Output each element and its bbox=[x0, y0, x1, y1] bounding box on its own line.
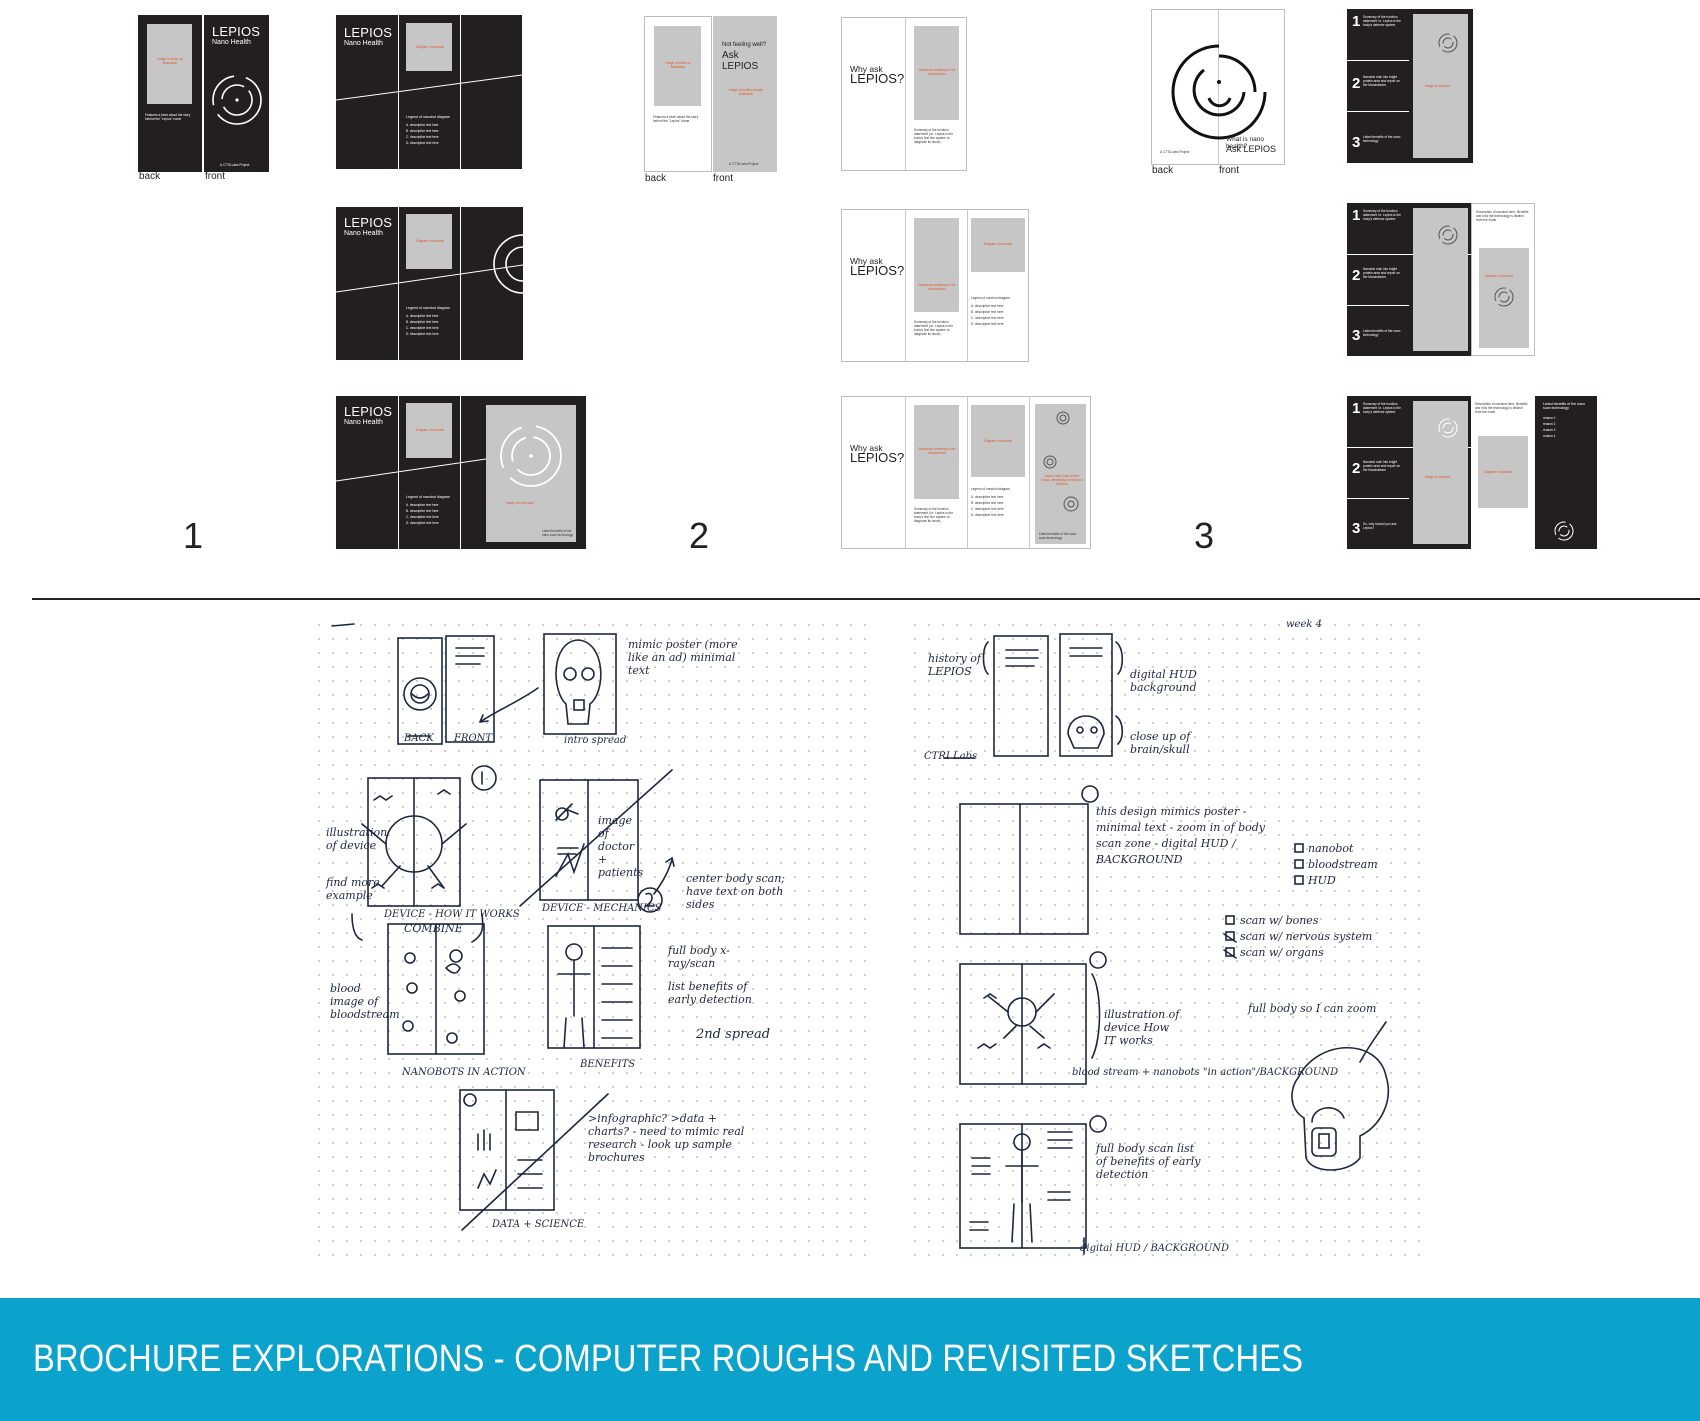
circle-logo-icon bbox=[1171, 44, 1267, 140]
nanobots-placeholder: Nanobots rendering of the bloodstream bbox=[914, 218, 959, 312]
diagram-placeholder: Diagram of nanobot bbox=[406, 403, 452, 458]
nanobots-placeholder: Nanobots rendering of the bloodstream bbox=[914, 405, 959, 499]
nanobots-placeholder: Nanobots rendering of the bloodstream bbox=[914, 26, 959, 120]
c1-spread-c: LEPIOS Nano Health Diagram of nanobot Im… bbox=[336, 396, 586, 549]
sketches-right bbox=[943, 633, 1390, 1255]
diagram-placeholder: Diagram of nanobot bbox=[406, 23, 452, 71]
sketch-notes-right: week 4 history of LEPIOS digital HUD bac… bbox=[924, 619, 1378, 1254]
c3-spread-a: 1 Summary of the function statement i.e.… bbox=[1347, 9, 1473, 163]
diagram-placeholder: Diagram of nanobot bbox=[406, 214, 452, 269]
reasons-heading: Listed benefits of the nano scan technol… bbox=[1543, 402, 1586, 410]
concept-number-2: 2 bbox=[689, 515, 710, 556]
brand-subtitle: Nano Health bbox=[344, 40, 383, 47]
brand-title: LEPIOS bbox=[344, 215, 393, 230]
diagram-placeholder: Diagram of nanobot bbox=[1478, 436, 1528, 508]
nanobot-placeholder: Image of nanobot bbox=[1413, 401, 1468, 544]
concept-number-3: 3 bbox=[1194, 515, 1215, 556]
bloodstream-placeholder: Lepios nano bots screen blood, identifyi… bbox=[1035, 404, 1086, 544]
swirl-icon bbox=[1438, 418, 1458, 438]
ask-lepios: Ask LEPIOS bbox=[1226, 144, 1277, 154]
image-placeholder: Image of close-up illustration bbox=[147, 24, 192, 104]
what-is-nano: What is nano health? bbox=[1226, 136, 1264, 150]
label-back: back bbox=[1152, 165, 1174, 176]
sketch-notes-left: BACK FRONT intro spread mimic poster (mo… bbox=[326, 638, 786, 1230]
sketch-page-left bbox=[312, 618, 872, 1268]
diagram-placeholder: Diagram of nanobot bbox=[1479, 248, 1529, 348]
footer-title: BROCHURE EXPLORATIONS - COMPUTER ROUGHS … bbox=[33, 1338, 1304, 1380]
body-scan-placeholder: Image of body scan Listed benefits of th… bbox=[486, 405, 576, 542]
ask-lepios: Ask LEPIOS bbox=[722, 50, 759, 72]
sketches-left bbox=[331, 623, 675, 1231]
brand-title: LEPIOS bbox=[344, 25, 393, 40]
nanobot-placeholder: Image of nanobot bbox=[1413, 14, 1468, 158]
brand-subtitle: Nano Health bbox=[212, 39, 251, 46]
c1-spread-a: LEPIOS Nano Health Diagram of nanobot Le… bbox=[336, 15, 522, 169]
not-feeling-well: Not feeling well? bbox=[722, 42, 767, 48]
swirl-icon bbox=[1438, 225, 1458, 245]
swirl-icon bbox=[1438, 33, 1458, 53]
legend-heading: Legend of nanobot diagram bbox=[406, 115, 450, 119]
c1-cover-back: Image of close-up illustration Features … bbox=[138, 15, 202, 172]
c1-spread-b: LEPIOS Nano Health Diagram of nanobot Le… bbox=[336, 207, 523, 360]
c3-cover: A CTTA Labs Project What is nano health?… bbox=[1151, 9, 1285, 165]
legend-heading: Legend of nanobot diagram bbox=[406, 495, 450, 499]
c1-cover-front: LEPIOS Nano Health A CTTA Labs Project bbox=[204, 15, 269, 172]
diagram-placeholder: Diagram of nanobot bbox=[971, 218, 1025, 272]
nanobot-icon bbox=[1043, 411, 1079, 512]
label-back: back bbox=[645, 173, 667, 184]
label-back: back bbox=[139, 171, 161, 182]
diagram-placeholder: Diagram of nanobot bbox=[971, 405, 1025, 477]
brand-title: LEPIOS bbox=[212, 24, 261, 39]
circle-logo-icon bbox=[500, 425, 562, 487]
footer-banner: BROCHURE EXPLORATIONS - COMPUTER ROUGHS … bbox=[0, 1298, 1700, 1421]
c3-spread-b: 1 Summary of the function statement i.e.… bbox=[1347, 203, 1535, 356]
c3-spread-c: 1 Summary of the function statement i.e.… bbox=[1347, 396, 1597, 549]
brand-title: LEPIOS bbox=[344, 404, 393, 419]
c2-cover-back: Image of close-up illustration Features … bbox=[644, 16, 712, 172]
image-placeholder: Image of close-up illustration bbox=[654, 26, 701, 106]
brand-subtitle: Nano Health bbox=[344, 419, 383, 426]
circle-logo-icon bbox=[212, 75, 262, 125]
legend-heading: Legend of nanobot diagram bbox=[406, 306, 450, 310]
brand-subtitle: Nano Health bbox=[344, 230, 383, 237]
swirl-icon bbox=[1554, 521, 1574, 541]
nanobot-placeholder bbox=[1413, 208, 1468, 351]
section-divider bbox=[32, 598, 1700, 600]
swirl-icon bbox=[1494, 287, 1514, 307]
label-front: front bbox=[1219, 165, 1240, 176]
label-front: front bbox=[205, 171, 226, 182]
label-front: front bbox=[713, 173, 734, 184]
concept-number-1: 1 bbox=[183, 515, 204, 556]
cover-blurb: Features a blurb about the story behind … bbox=[145, 113, 191, 121]
credit: A CTTA Labs Project bbox=[220, 163, 250, 167]
cover-image-label: Image of close-up illustration bbox=[157, 57, 183, 65]
sketch-page-right bbox=[908, 618, 1428, 1268]
c2-cover-front: Not feeling well? Ask LEPIOS Image of he… bbox=[713, 16, 777, 172]
